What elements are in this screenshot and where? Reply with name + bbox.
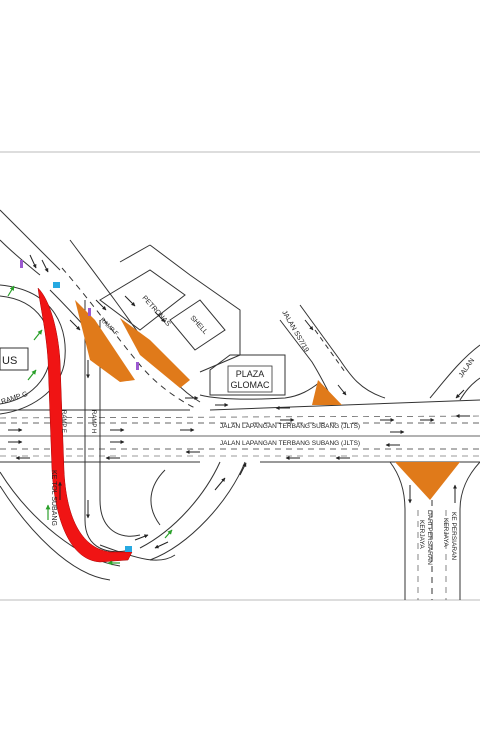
ramp-h-road bbox=[84, 300, 131, 553]
plaza-glomac-label-2: GLOMAC bbox=[230, 380, 270, 390]
island-kerjaya bbox=[395, 462, 460, 500]
purple-marker-shell bbox=[136, 362, 139, 370]
lower-loop-road bbox=[149, 461, 246, 561]
blue-marker-bottom bbox=[125, 546, 132, 552]
ramp-e-label: RAMP E bbox=[60, 410, 66, 433]
traffic-arrows bbox=[8, 254, 470, 549]
dari-persiaran-label-2: KERJAYA bbox=[418, 520, 425, 549]
plaza-glomac-label-1: PLAZA bbox=[236, 369, 265, 379]
blue-marker-top bbox=[53, 282, 60, 288]
ke-persiaran-label-1: KE PERSIARAN bbox=[450, 512, 457, 560]
jlts-main-road bbox=[0, 399, 480, 463]
island-ramp-f bbox=[75, 300, 135, 382]
island-shell bbox=[120, 318, 190, 388]
dari-persiaran-label-1: DARI PERSIARAN bbox=[426, 510, 433, 565]
purple-marker-ramp-f bbox=[88, 308, 91, 316]
ramp-h-label: RAMP H bbox=[90, 410, 96, 433]
us-label: US bbox=[2, 355, 17, 367]
upper-left-ramp bbox=[0, 209, 61, 271]
plaza-glomac-box bbox=[227, 365, 273, 393]
island-ss719 bbox=[312, 380, 342, 405]
shell-plot bbox=[169, 299, 226, 351]
jlts-lower-label: JALAN LAPANGAN TERBANG SUBANG (JLTS) bbox=[220, 440, 360, 447]
jlts-upper-label: JALAN LAPANGAN TERBANG SUBANG (JLTS) bbox=[220, 423, 360, 430]
shell-label: SHELL bbox=[189, 315, 209, 336]
petronas-label: PETRONAS bbox=[141, 295, 172, 329]
jalan-ss719-label: JALAN SS7/19 bbox=[280, 310, 309, 354]
ramp-g-label: RAMP G bbox=[0, 391, 28, 406]
persiaran-kerjaya-road bbox=[389, 461, 406, 600]
ramp-e-highlight bbox=[37, 287, 133, 563]
petronas-plot bbox=[99, 269, 186, 331]
us-box: US bbox=[0, 347, 29, 371]
green-arrows bbox=[7, 285, 173, 566]
ke-tol-subang-label: KE TOL SUBANG bbox=[50, 470, 57, 526]
ke-persiaran-label-2: KERJAYA bbox=[442, 518, 449, 547]
jalan-ss719-road bbox=[299, 304, 386, 399]
jalan-right-label: JALAN bbox=[458, 357, 476, 379]
purple-marker-top bbox=[20, 260, 23, 268]
plaza-glomac-plot bbox=[209, 354, 286, 396]
